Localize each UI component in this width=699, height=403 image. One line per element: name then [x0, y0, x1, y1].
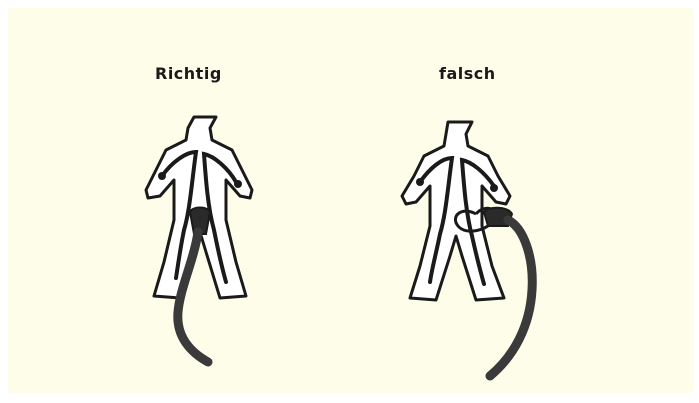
suit-dot: [416, 178, 424, 186]
suit-dot: [490, 184, 498, 192]
